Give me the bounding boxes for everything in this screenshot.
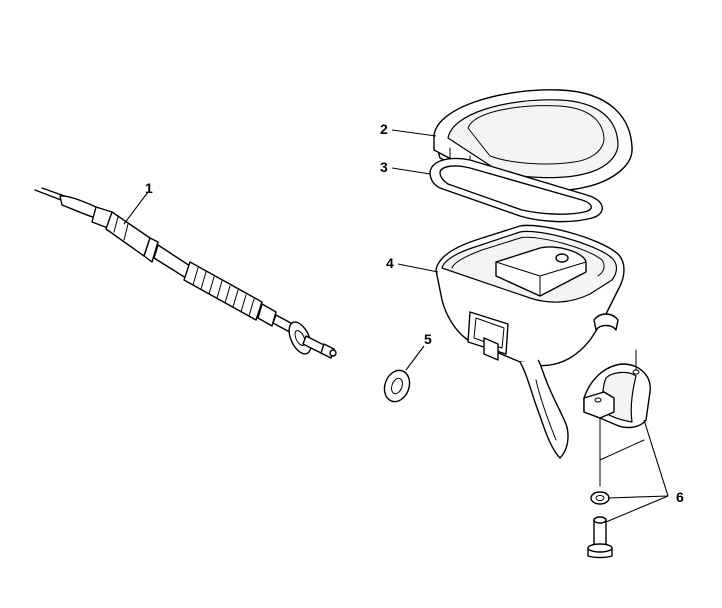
- leader-line-6c: [605, 495, 669, 523]
- callout-3: 3: [380, 159, 388, 175]
- handlebar-clamp: [583, 349, 651, 487]
- callout-5: 5: [424, 331, 432, 347]
- washer: [383, 369, 411, 403]
- cover-gasket: [429, 157, 603, 223]
- mounting-screw: [587, 516, 613, 559]
- callout-4: 4: [386, 255, 394, 271]
- callout-1: 1: [145, 180, 153, 196]
- throttle-cable: [34, 187, 337, 359]
- callout-2: 2: [380, 121, 388, 137]
- leader-line-5: [405, 345, 425, 371]
- leader-line-2: [391, 129, 437, 137]
- leader-line-1: [123, 191, 149, 225]
- throttle-housing: [435, 224, 625, 459]
- leader-line-6b: [643, 419, 669, 497]
- callout-6: 6: [676, 489, 684, 505]
- leader-line-6a: [607, 495, 669, 499]
- leader-line-4: [397, 263, 439, 273]
- leader-line-3: [391, 167, 431, 175]
- lock-washer: [590, 491, 610, 505]
